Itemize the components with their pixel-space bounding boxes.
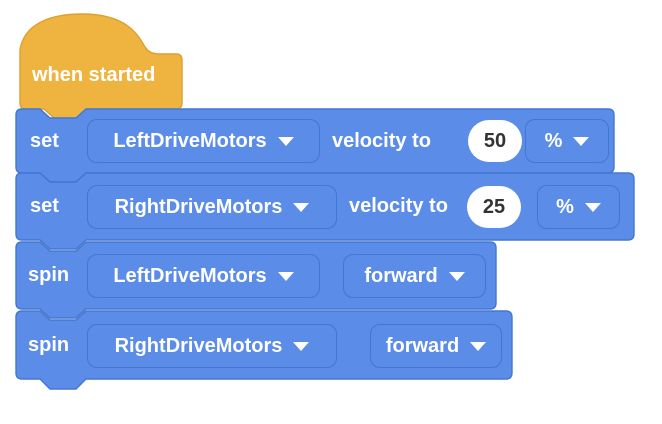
direction-dropdown-value: forward <box>385 334 460 357</box>
hat-block-shape <box>19 13 183 119</box>
velocity-value-input[interactable]: 50 <box>468 120 522 162</box>
velocity-to-label: velocity to <box>332 129 431 152</box>
dropdown-arrow-icon <box>470 341 487 351</box>
dropdown-arrow-icon <box>293 341 310 351</box>
set-velocity-block-right[interactable]: set RightDriveMotors velocity to 25 % <box>15 172 635 250</box>
spin-block-left[interactable]: spin LeftDriveMotors forward <box>15 241 497 319</box>
motor-dropdown-value: LeftDriveMotors <box>113 264 267 287</box>
motor-dropdown-value: LeftDriveMotors <box>113 129 267 152</box>
spin-block-right[interactable]: spin RightDriveMotors forward <box>15 310 513 390</box>
unit-dropdown[interactable]: % <box>537 185 620 229</box>
dropdown-arrow-icon <box>277 136 294 146</box>
motor-dropdown-value: RightDriveMotors <box>114 334 283 357</box>
direction-dropdown[interactable]: forward <box>370 324 502 368</box>
dropdown-arrow-icon <box>277 271 294 281</box>
motor-dropdown[interactable]: LeftDriveMotors <box>87 119 320 163</box>
motor-dropdown[interactable]: RightDriveMotors <box>87 324 337 368</box>
unit-dropdown-value: % <box>556 195 574 218</box>
dropdown-arrow-icon <box>293 202 310 212</box>
velocity-value: 25 <box>482 195 506 218</box>
dropdown-arrow-icon <box>448 271 465 281</box>
velocity-to-label: velocity to <box>349 195 448 217</box>
velocity-value-input[interactable]: 25 <box>467 186 521 228</box>
dropdown-arrow-icon <box>584 202 601 212</box>
motor-dropdown[interactable]: LeftDriveMotors <box>87 254 320 298</box>
direction-dropdown-value: forward <box>364 264 438 287</box>
motor-dropdown-value: RightDriveMotors <box>114 195 283 218</box>
dropdown-arrow-icon <box>573 136 590 146</box>
motor-dropdown[interactable]: RightDriveMotors <box>87 185 337 229</box>
command-label: spin <box>28 333 70 356</box>
unit-dropdown-value: % <box>544 129 563 152</box>
set-velocity-block-left[interactable]: set LeftDriveMotors velocity to 50 % <box>15 108 615 183</box>
velocity-value: 50 <box>483 129 507 152</box>
command-label: set <box>30 195 59 217</box>
hat-block-label: when started <box>32 63 156 86</box>
direction-dropdown[interactable]: forward <box>343 254 486 298</box>
unit-dropdown[interactable]: % <box>525 119 609 163</box>
command-label: spin <box>28 264 70 286</box>
command-label: set <box>30 129 59 152</box>
when-started-hat-block[interactable]: when started <box>19 13 183 119</box>
